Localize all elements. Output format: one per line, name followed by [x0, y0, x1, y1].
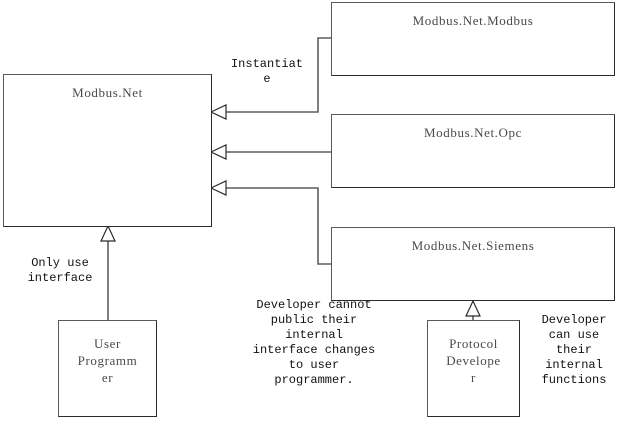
arrowhead-user-programmer [100, 224, 116, 242]
note-developer-cannot-publish: Developer cannot public their internal i… [252, 298, 376, 387]
box-user-programmer-label: User Programm er [77, 336, 138, 385]
note-developer-can-use: Developer can use their internal functio… [541, 313, 607, 387]
arrowhead-siemens-to-core [209, 180, 227, 196]
arrowhead-modbus-to-core [209, 104, 227, 120]
box-modbus-net-opc-label: Modbus.Net.Opc [424, 125, 522, 140]
box-modbus-net-modbus[interactable]: Modbus.Net.Modbus [331, 2, 615, 76]
box-modbus-net-label: Modbus.Net [72, 85, 143, 100]
box-modbus-net[interactable]: Modbus.Net [3, 74, 212, 227]
arrowhead-opc-to-core [209, 144, 227, 160]
note-only-use-interface: Only use interface [27, 256, 93, 285]
box-protocol-developer-label: Protocol Develope r [446, 336, 501, 385]
connector-modbus-to-core [224, 37, 331, 113]
box-modbus-net-opc[interactable]: Modbus.Net.Opc [331, 114, 615, 188]
connector-siemens-to-core [224, 187, 331, 265]
arrowhead-protocol-developer [465, 299, 481, 317]
box-protocol-developer[interactable]: Protocol Develope r [427, 320, 520, 417]
note-instantiate: Instantiat e [230, 57, 303, 86]
box-modbus-net-siemens[interactable]: Modbus.Net.Siemens [331, 227, 615, 301]
box-modbus-net-siemens-label: Modbus.Net.Siemens [411, 238, 535, 253]
box-user-programmer[interactable]: User Programm er [58, 320, 157, 417]
box-modbus-net-modbus-label: Modbus.Net.Modbus [412, 13, 534, 28]
